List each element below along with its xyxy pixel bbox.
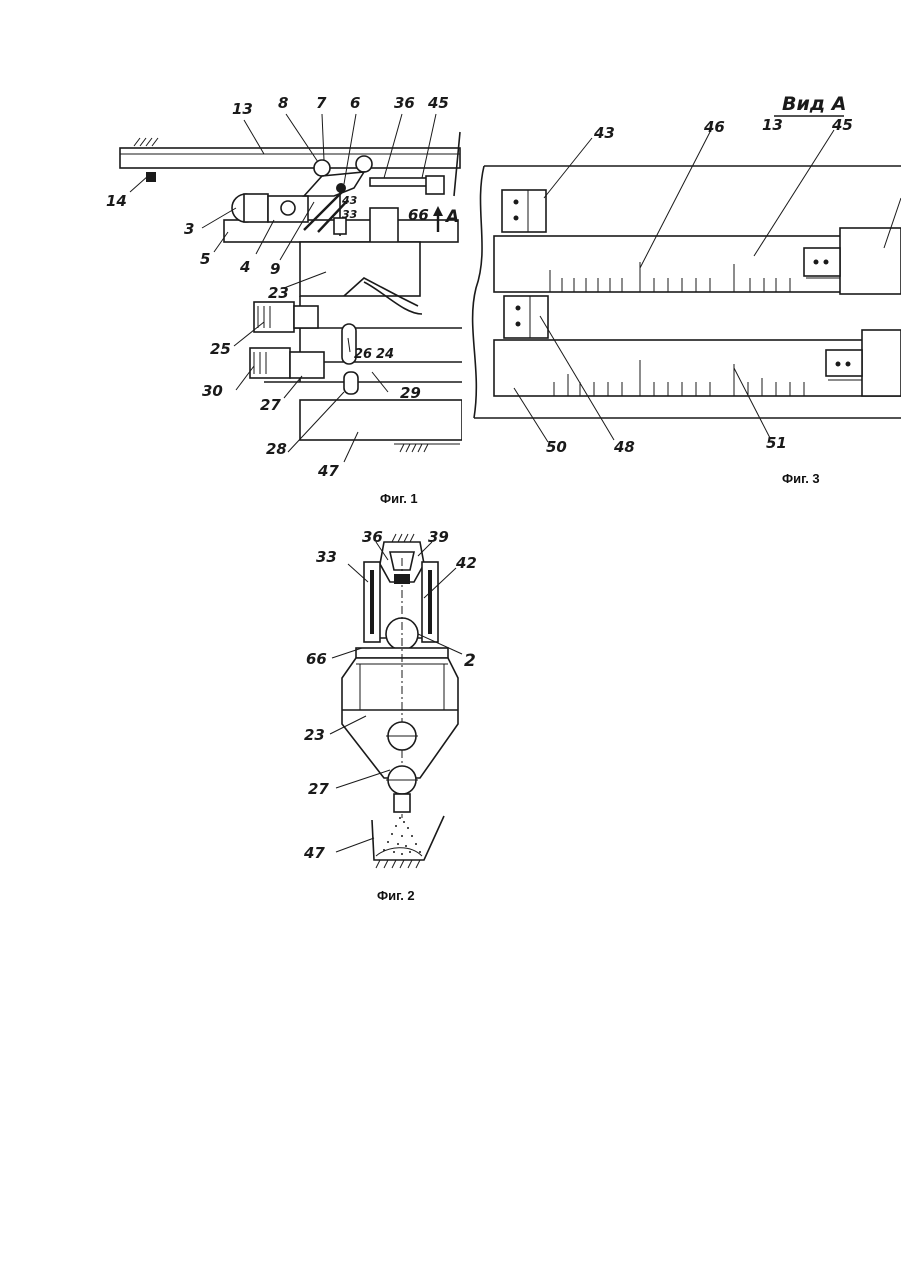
label-47: 47 <box>303 844 325 862</box>
label-51: 51 <box>766 434 787 452</box>
fig1-panel: 13 8 7 6 36 45 14 3 5 4 9 43 33 66 A 23 … <box>104 92 462 484</box>
fig2-caption: Фиг. 2 <box>377 888 415 903</box>
label-2: 2 <box>464 651 476 671</box>
motor-25 <box>254 302 294 332</box>
label-33: 33 <box>342 208 358 221</box>
label-A: A <box>444 207 459 227</box>
label-48: 48 <box>613 438 635 456</box>
label-13: 13 <box>232 100 253 118</box>
label-45: 45 <box>831 116 853 134</box>
rail-13 <box>120 148 460 168</box>
label-36: 36 <box>394 94 415 112</box>
label-24: 24 <box>376 347 394 362</box>
label-47: 47 <box>317 462 339 480</box>
label-66: 66 <box>408 206 429 224</box>
fig3-panel: Вид А <box>464 88 901 488</box>
motor-30 <box>250 348 290 378</box>
label-27: 27 <box>260 396 281 414</box>
hatch-bin <box>376 860 420 868</box>
label-8: 8 <box>278 94 288 112</box>
clamp-43 <box>502 190 546 232</box>
nozzle-28 <box>344 372 358 394</box>
hatch-ceiling <box>134 138 158 146</box>
base-47 <box>300 400 462 440</box>
label-6: 6 <box>350 94 360 112</box>
slider-36 <box>370 178 432 186</box>
label-30: 30 <box>202 382 223 400</box>
label-23: 23 <box>304 726 325 744</box>
label-23: 23 <box>268 284 289 302</box>
nozzle <box>394 794 410 812</box>
label-4: 4 <box>239 258 250 276</box>
label-14: 14 <box>106 192 127 210</box>
pulley-7 <box>314 160 330 176</box>
hopper-23 <box>342 658 458 778</box>
hopper-23 <box>300 242 420 296</box>
label-5: 5 <box>200 250 210 268</box>
label-27: 27 <box>308 780 329 798</box>
label-26: 26 <box>354 347 372 362</box>
label-43: 43 <box>593 124 615 142</box>
label-25: 25 <box>210 340 231 358</box>
label-39: 39 <box>428 528 449 546</box>
bin-47 <box>372 816 444 860</box>
label-33: 33 <box>316 548 337 566</box>
label-13: 13 <box>762 116 783 134</box>
fig3-caption: Фиг. 3 <box>782 471 820 486</box>
fig3-drawing: Вид А <box>464 88 901 488</box>
label-45: 45 <box>427 94 449 112</box>
label-9: 9 <box>270 260 280 278</box>
hatch-top <box>388 534 416 542</box>
label-50: 50 <box>546 438 567 456</box>
label-29: 29 <box>400 384 421 402</box>
clamp-48 <box>504 296 548 338</box>
gear-27 <box>290 352 324 378</box>
hatch-floor <box>394 444 460 452</box>
fig1-caption: Фиг. 1 <box>380 491 418 506</box>
pulley-6 <box>356 156 372 172</box>
fig1-drawing: 13 8 7 6 36 45 14 3 5 4 9 43 33 66 A 23 … <box>104 92 462 484</box>
label-46: 46 <box>703 118 725 136</box>
fig2-panel: 33 36 39 42 66 2 23 27 47 <box>292 518 492 892</box>
label-36: 36 <box>362 528 383 546</box>
label-3: 3 <box>184 220 194 238</box>
label-28: 28 <box>266 440 287 458</box>
label-43: 43 <box>341 194 358 207</box>
label-7: 7 <box>316 94 327 112</box>
label-42: 42 <box>455 554 477 572</box>
fig2-drawing: 33 36 39 42 66 2 23 27 47 <box>292 518 492 892</box>
label-66: 66 <box>306 650 327 668</box>
view-title: Вид А <box>782 93 846 115</box>
